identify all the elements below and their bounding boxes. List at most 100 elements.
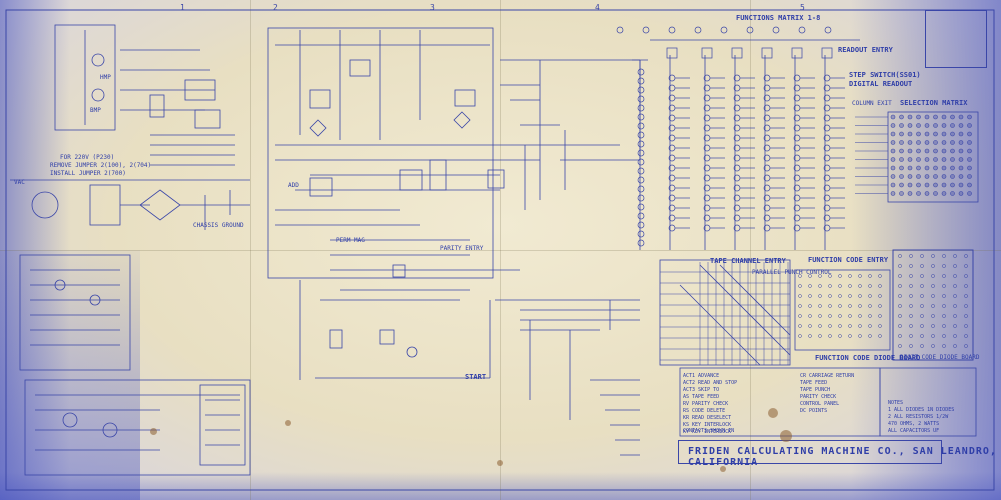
fc-diode-symbol [848, 274, 852, 278]
matrix-node-symbol [950, 114, 955, 120]
matrix-node-symbol [899, 157, 904, 162]
dc-diode-symbol [898, 284, 902, 288]
dc-diode-symbol [909, 274, 913, 278]
fc-diode-symbol [798, 324, 802, 328]
matrix-node-symbol [924, 148, 930, 154]
relay-symbol [821, 47, 833, 59]
fc-diode-symbol [848, 334, 852, 338]
stain [768, 408, 778, 418]
fc-diode-symbol [808, 334, 812, 338]
fc-diode-symbol [838, 304, 842, 308]
fc-diode-symbol [828, 294, 832, 298]
fc-diode-symbol [858, 294, 862, 298]
step-contact-symbol [637, 167, 645, 175]
matrix-node-symbol [933, 182, 938, 188]
step-contact-symbol [637, 194, 645, 202]
legend-list-right: CR CARRIAGE RETURN TAPE FEED TAPE PUNCH … [800, 373, 854, 415]
fc-diode-symbol [858, 334, 862, 338]
fc-diode-symbol [858, 304, 862, 308]
dc-diode-symbol [942, 294, 946, 298]
matrix-node-symbol [916, 148, 921, 154]
digital-readout-label: DIGITAL READOUT [849, 80, 913, 88]
step-contact-symbol [637, 158, 645, 166]
fc-diode-symbol [868, 304, 872, 308]
step-contact-symbol [637, 131, 645, 139]
matrix-node-symbol [890, 165, 896, 171]
fc-diode-symbol [818, 324, 822, 328]
matrix-node-symbol [933, 148, 938, 154]
matrix-node-symbol [907, 140, 913, 145]
start-label: START [465, 373, 487, 381]
blueprint-wash-bottom [0, 472, 1001, 500]
fc-diode-symbol [848, 324, 852, 328]
function-contact-symbol [772, 26, 780, 34]
matrix-node-symbol [967, 123, 972, 128]
add-label: ADD [288, 182, 299, 189]
matrix-node-symbol [907, 123, 913, 128]
hmp-label: HMP [100, 74, 111, 81]
readout-entry-label: READOUT ENTRY [838, 46, 893, 54]
matrix-node-symbol [941, 191, 947, 196]
stain [720, 466, 726, 472]
dc-diode-symbol [942, 304, 946, 308]
chassis-ground-label: CHASSIS GROUND [193, 222, 244, 229]
note-item: ALL CAPACITORS UF [888, 428, 940, 434]
dc-diode-symbol [909, 294, 913, 298]
matrix-node-symbol [958, 182, 964, 188]
matrix-node-symbol [916, 165, 921, 171]
legend-item: PARITY CHECK [800, 394, 837, 400]
dc-diode-symbol [964, 254, 968, 258]
notes-block: NOTES 1 ALL DIODES 1N DIODES 2 ALL RESIS… [888, 400, 954, 435]
matrix-node-symbol [890, 131, 896, 137]
function-contact-symbol [824, 26, 832, 34]
fc-diode-symbol [868, 334, 872, 338]
fc-diode-symbol [848, 304, 852, 308]
note-220v-2: REMOVE JUMPER 2(100), 2(704) [50, 162, 152, 169]
legend-item: CONTROL PANEL [800, 401, 840, 407]
fc-diode-symbol [878, 334, 882, 338]
matrix-node-symbol [899, 148, 904, 154]
dc-diode-symbol [942, 254, 946, 258]
step-contact-symbol [637, 230, 645, 238]
step-contact-symbol [637, 77, 645, 85]
dc-diode-symbol [920, 314, 924, 318]
digit-code-diode-board-label: DIGIT CODE DIODE BOARD [900, 354, 980, 361]
dc-diode-symbol [942, 274, 946, 278]
matrix-node-symbol [967, 174, 972, 179]
matrix-node-symbol [933, 174, 938, 179]
dc-diode-symbol [931, 264, 935, 268]
matrix-node-symbol [933, 131, 938, 137]
dc-diode-symbol [898, 274, 902, 278]
matrix-node-symbol [924, 157, 930, 162]
fc-diode-symbol [868, 294, 872, 298]
dc-diode-symbol [942, 324, 946, 328]
dc-diode-symbol [931, 344, 935, 348]
note-item: 2 ALL RESISTORS 1/2W [888, 414, 949, 420]
dc-diode-symbol [909, 304, 913, 308]
fc-diode-symbol [828, 334, 832, 338]
fc-diode-symbol [858, 284, 862, 288]
relay-symbol [791, 47, 803, 59]
matrix-node-symbol [967, 182, 972, 188]
fc-diode-symbol [838, 314, 842, 318]
dc-diode-symbol [920, 304, 924, 308]
matrix-node-symbol [890, 157, 896, 162]
dc-diode-symbol [931, 294, 935, 298]
matrix-node-symbol [958, 140, 964, 145]
matrix-node-symbol [924, 123, 930, 128]
matrix-node-symbol [924, 191, 930, 196]
dc-diode-symbol [964, 294, 968, 298]
matrix-node-symbol [967, 140, 972, 145]
step-contact-symbol [637, 212, 645, 220]
fc-diode-symbol [818, 294, 822, 298]
step-contact-symbol [637, 68, 645, 76]
zone-number: 1 [180, 3, 185, 12]
fc-diode-symbol [808, 314, 812, 318]
dc-diode-symbol [964, 344, 968, 348]
matrix-node-symbol [950, 182, 955, 188]
contacts-note: CONTACTS SHOWN IN [683, 428, 734, 435]
matrix-node-symbol [907, 191, 913, 196]
legend-item: CR CARRIAGE RETURN [800, 373, 855, 379]
fc-diode-symbol [838, 294, 842, 298]
